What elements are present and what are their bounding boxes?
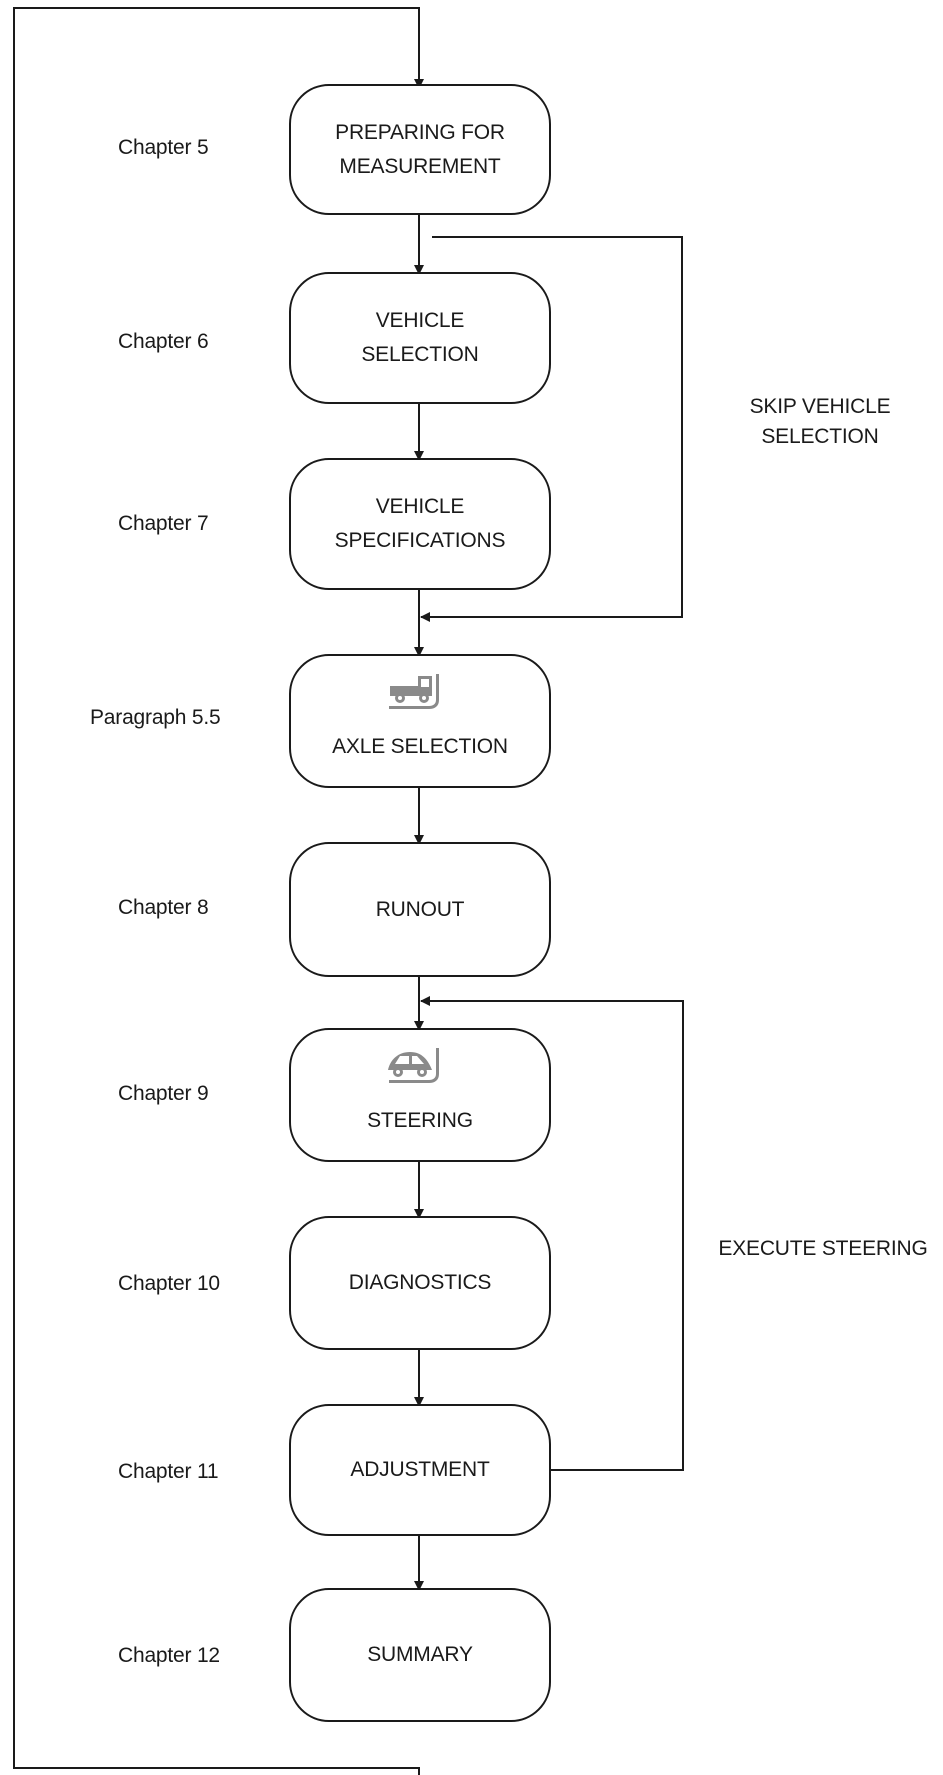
step-label: VEHICLE SELECTION [361,309,479,366]
step-label: PREPARING FOR MEASUREMENT [335,120,505,178]
step-vehicle-selection: VEHICLE SELECTION [289,272,551,404]
chapter-ref: Chapter 5 [118,136,209,159]
step-label: STEERING [367,1109,473,1132]
chapter-ref: Chapter 7 [118,512,209,535]
chapter-ref: Chapter 8 [118,896,209,919]
execute-steering-label: EXECUTE STEERING [718,1237,928,1260]
step-label: DIAGNOSTICS [348,1271,492,1294]
chapter-ref: Paragraph 5.5 [90,706,221,729]
step-label: RUNOUT [375,897,465,921]
step-label: VEHICLE SPECIFICATIONS [334,495,506,552]
step-runout: RUNOUT [289,842,551,977]
step-diagnostics: DIAGNOSTICS [289,1216,551,1350]
return-loop-line [13,7,424,1775]
step-summary: SUMMARY [289,1588,551,1722]
chapter-ref: Chapter 12 [118,1644,220,1667]
step-label: SUMMARY [367,1643,473,1666]
step-steering: STEERING [289,1028,551,1162]
step-preparing-for-measurement: PREPARING FOR MEASUREMENT [289,84,551,215]
step-adjustment: ADJUSTMENT [289,1404,551,1536]
truck-icon [389,674,439,709]
step-axle-selection: AXLE SELECTION [289,654,551,788]
skip-loop-line [420,236,683,622]
step-label: AXLE SELECTION [332,735,508,758]
chapter-ref: Chapter 11 [118,1460,219,1483]
step-vehicle-specifications: VEHICLE SPECIFICATIONS [289,458,551,590]
steering-loop-line [420,996,684,1471]
step-label: ADJUSTMENT [350,1458,490,1481]
chapter-ref: Chapter 6 [118,330,209,353]
car-icon [388,1048,439,1083]
chapter-ref: Chapter 10 [118,1272,220,1295]
chapter-ref: Chapter 9 [118,1082,209,1105]
skip-vehicle-selection-label: SKIP VEHICLE SELECTION [749,395,891,448]
